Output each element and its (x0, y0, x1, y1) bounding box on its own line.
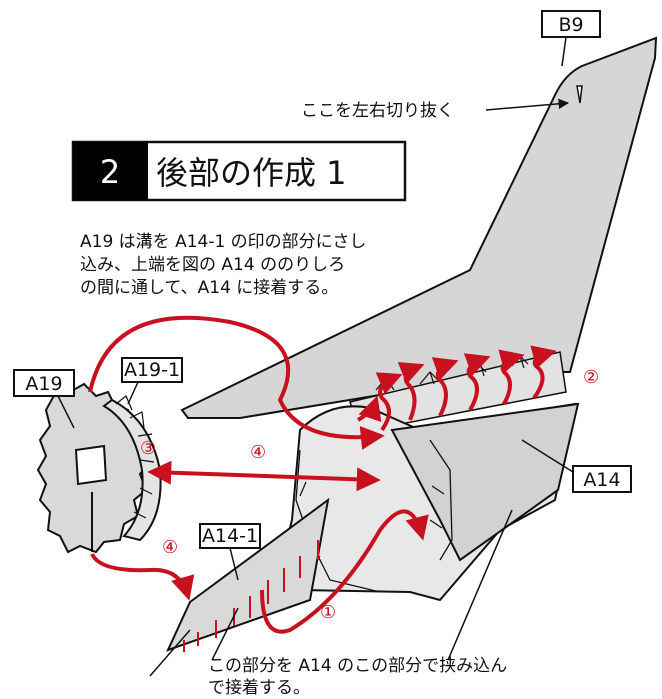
step-3: ③ (140, 438, 156, 459)
label-a19-1-text: A19-1 (124, 359, 180, 381)
label-a19-text: A19 (25, 373, 62, 395)
label-a14: A14 (521, 439, 632, 493)
label-a14-text: A14 (583, 469, 620, 491)
title-block: 2 後部の作成 1 (71, 140, 407, 202)
cutout-note-text: ここを左右切り抜く (301, 101, 454, 121)
panel-a14-1 (166, 497, 330, 652)
label-a14-1-text: A14-1 (202, 525, 258, 547)
title-text: 後部の作成 1 (156, 154, 347, 192)
bottom-note-line-2: で接着する。 (208, 678, 310, 698)
label-b9-text: B9 (558, 14, 583, 36)
step-4-upper: ④ (250, 442, 266, 463)
ring-a19-1 (102, 395, 162, 542)
step-4-lower: ④ (162, 537, 178, 558)
label-a14-1: A14-1 (199, 523, 261, 581)
instruction-line-3: の間に通して、A14 に接着する。 (80, 278, 338, 298)
instructions: A19 は溝を A14-1 の印の部分にさし 込み、上端を図の A14 ののりし… (80, 232, 366, 298)
step-1: ① (320, 602, 336, 623)
step-numbers: ② ③ ④ ④ ① (140, 367, 599, 623)
title-number: 2 (100, 153, 120, 191)
bottom-callout-lines (149, 509, 513, 677)
cutout-mark (576, 85, 583, 104)
step-2: ② (583, 367, 599, 388)
label-a19: A19 (13, 369, 75, 429)
bottom-note-line-1: この部分を A14 のこの部分で挟み込ん (208, 656, 507, 676)
label-b9: B9 (541, 10, 601, 67)
instruction-line-2: 込み、上端を図の A14 ののりしろ (80, 255, 345, 275)
cutout-note: ここを左右切り抜く (301, 98, 570, 121)
assembly-arrows (88, 315, 557, 634)
bottom-note: この部分を A14 のこの部分で挟み込ん で接着する。 (208, 656, 507, 698)
label-a19-1: A19-1 (121, 357, 183, 405)
instruction-line-1: A19 は溝を A14-1 の印の部分にさし (80, 232, 366, 252)
fuselage-rear-a14 (286, 402, 580, 602)
